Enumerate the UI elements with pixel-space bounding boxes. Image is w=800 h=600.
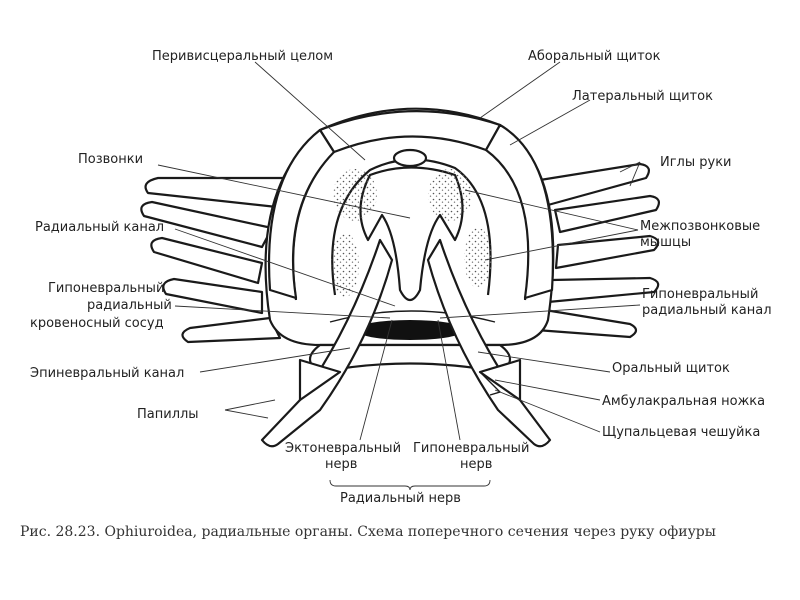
labels: Перивисцеральный целом Аборальный щиток … <box>30 49 772 506</box>
label-oral: Оральный щиток <box>612 361 730 376</box>
label-intervertebral-1: Межпозвонковые <box>640 219 760 234</box>
arm-spines-left <box>140 176 302 344</box>
oral-region <box>308 310 512 374</box>
label-ambulacral: Амбулакральная ножка <box>602 394 765 409</box>
label-hyponeural-canal-2: радиальный канал <box>642 303 772 318</box>
label-papillae: Папиллы <box>137 407 199 422</box>
label-radial-canal: Радиальный канал <box>35 220 164 235</box>
label-hyponeural-vessel-2: радиальный <box>87 298 172 313</box>
label-intervertebral-2: мышцы <box>640 235 691 250</box>
leader-lines <box>157 61 641 491</box>
label-perivisceral: Перивисцеральный целом <box>152 49 333 64</box>
label-epineural: Эпиневральный канал <box>30 366 184 381</box>
label-tentacle-scale: Щупальцевая чешуйка <box>602 425 760 440</box>
label-hyponeural-nerve-1: Гипоневральный <box>413 441 529 456</box>
label-hyponeural-canal-1: Гипоневральный <box>642 287 758 302</box>
figure-caption: Рис. 28.23. Ophiuroidea, радиальные орга… <box>20 524 716 540</box>
label-hyponeural-nerve-2: нерв <box>460 457 492 472</box>
label-vertebrae: Позвонки <box>78 152 143 167</box>
label-spines: Иглы руки <box>660 155 732 170</box>
label-radial-nerve: Радиальный нерв <box>340 491 461 506</box>
label-ectoneural-2: нерв <box>325 457 357 472</box>
label-aboral: Аборальный щиток <box>528 49 661 64</box>
label-ectoneural-1: Эктоневральный <box>285 441 401 456</box>
lateral-shield-right <box>484 123 554 300</box>
intervertebral-muscles <box>331 169 492 297</box>
ambulacral-feet <box>260 238 552 448</box>
label-lateral: Латеральный щиток <box>572 89 713 104</box>
lateral-shield-left <box>267 128 336 300</box>
label-hyponeural-vessel-1: Гипоневральный <box>48 281 164 296</box>
label-hyponeural-vessel-3: кровеносный сосуд <box>30 316 164 331</box>
arm-spines-right <box>534 162 660 339</box>
